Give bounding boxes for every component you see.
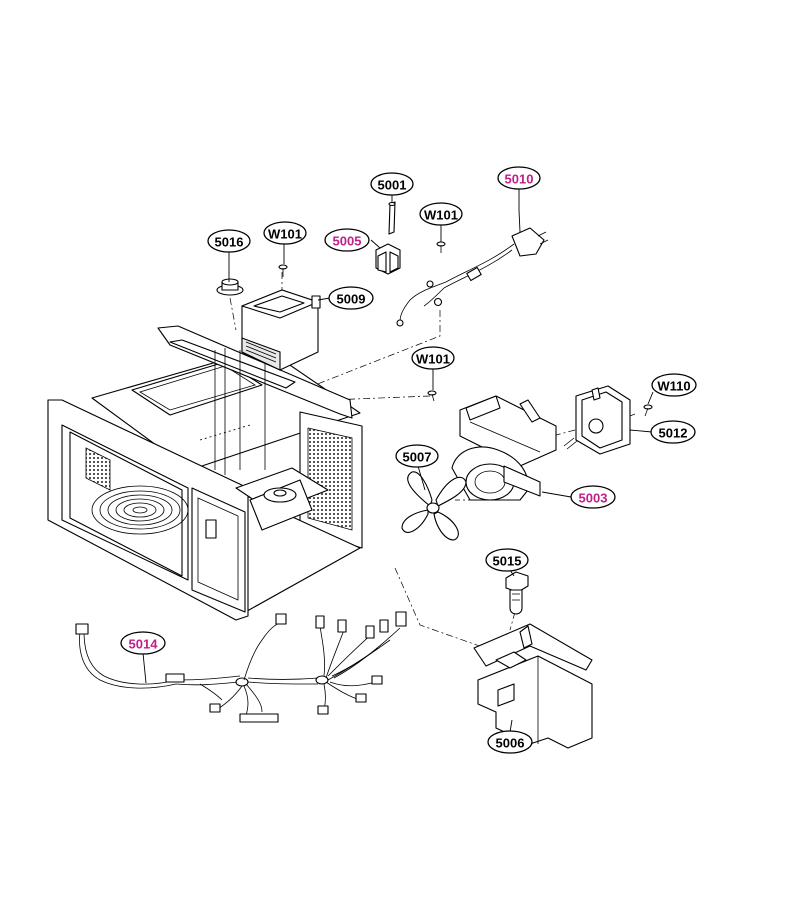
callout-text: 5001 — [378, 178, 407, 193]
fan-duct-part — [451, 395, 557, 501]
callout-text: W101 — [424, 208, 458, 223]
screw-part-a — [278, 264, 288, 277]
callout-5009: 5009 — [328, 286, 374, 310]
callout-text: W101 — [268, 227, 302, 242]
callout-5016: 5016 — [207, 229, 251, 253]
callout-w101-a: W101 — [263, 221, 307, 245]
wire-harness-part — [75, 611, 407, 723]
transformer-part — [241, 289, 321, 371]
callout-5005: 5005 — [324, 228, 370, 252]
callout-text: 5005 — [333, 234, 362, 249]
callout-5007: 5007 — [395, 444, 439, 468]
callout-text: 5009 — [337, 292, 366, 307]
fan-motor-part — [563, 385, 631, 455]
screw-part-c — [427, 390, 437, 402]
callout-leader-lines — [142, 188, 654, 733]
callout-text: 5010 — [505, 172, 534, 187]
lamp-part — [505, 571, 529, 615]
callout-text: 5016 — [215, 235, 244, 250]
callout-w110: W110 — [651, 373, 697, 397]
callout-5001: 5001 — [370, 172, 414, 196]
callout-text: 5015 — [493, 554, 522, 569]
thermostat-part — [216, 278, 244, 296]
callout-text: 5006 — [496, 736, 525, 751]
fuse-holder-part — [375, 243, 401, 275]
callout-5010: 5010 — [497, 166, 541, 190]
callout-5006: 5006 — [487, 730, 533, 754]
oven-cavity-chassis — [47, 325, 363, 621]
lamp-bracket-part — [473, 623, 593, 749]
callout-5014: 5014 — [120, 631, 166, 655]
callout-text: 5007 — [403, 450, 432, 465]
callout-w101-b: W101 — [419, 202, 463, 226]
fuse-part — [388, 201, 396, 235]
callout-5003: 5003 — [570, 485, 616, 509]
screw-part-b — [436, 241, 446, 253]
callout-text: W110 — [657, 379, 690, 394]
callout-text: W101 — [416, 352, 450, 367]
callout-labels: 5001 5010 5016 W101 5005 W101 5009 W101 — [120, 166, 697, 754]
power-cord-part — [396, 227, 549, 327]
callout-text: 5014 — [129, 637, 159, 652]
callout-text: 5012 — [659, 426, 688, 441]
callout-w101-c: W101 — [411, 346, 455, 370]
callout-5012: 5012 — [650, 420, 696, 444]
callout-5015: 5015 — [485, 548, 529, 572]
screw-part-w110 — [643, 404, 653, 417]
fan-blade-part — [401, 471, 467, 541]
callout-text: 5003 — [579, 491, 608, 506]
